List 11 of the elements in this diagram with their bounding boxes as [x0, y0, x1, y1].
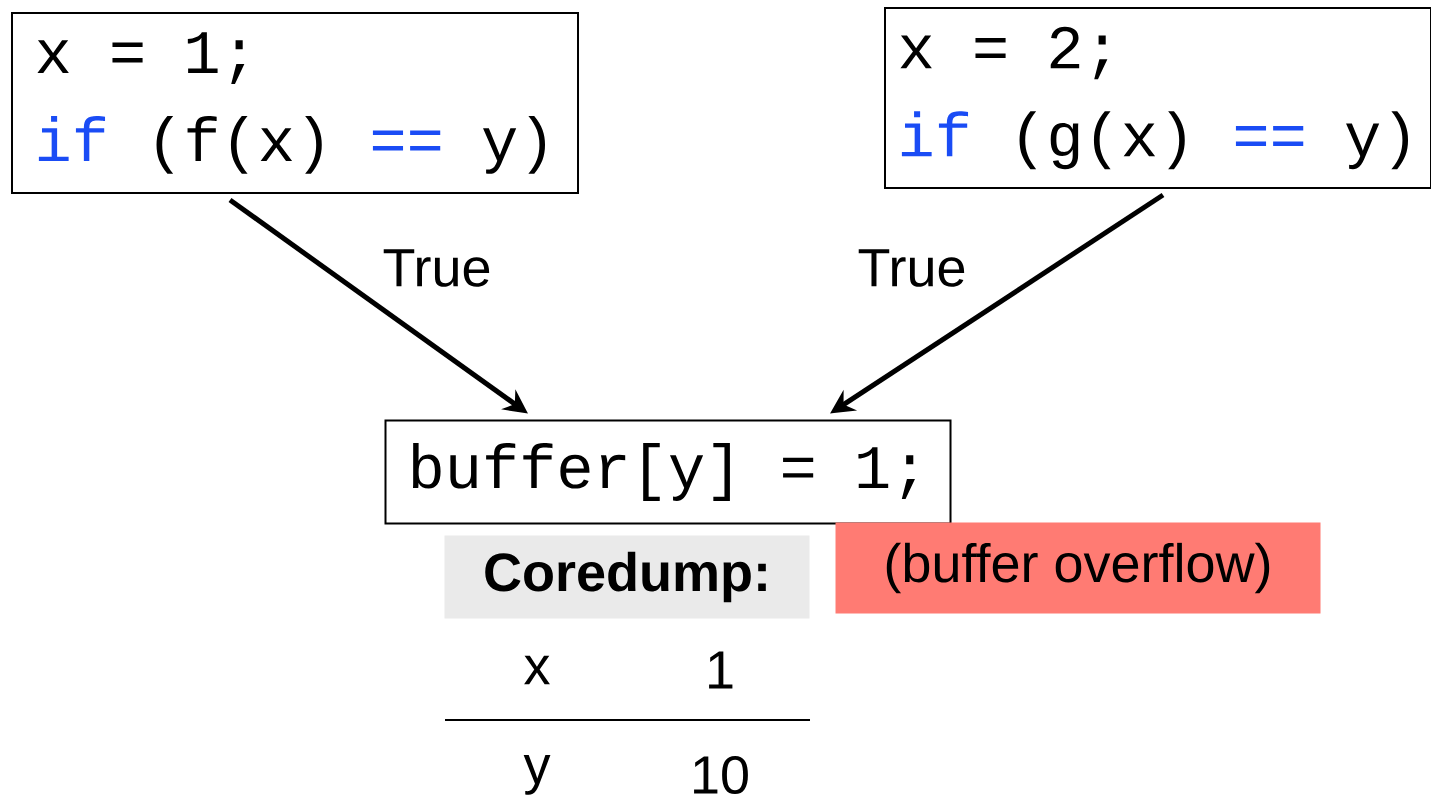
highlight-box: (buffer overflow) — [835, 522, 1321, 614]
code-box: buffer[y] = 1; — [384, 419, 952, 525]
edge-label: True — [855, 247, 969, 289]
table-cell: y — [523, 755, 551, 795]
code-box: x = 1; if (f(x) == y) — [11, 12, 579, 194]
table-cell: 1 — [709, 651, 733, 689]
heading-box: Coredump: — [444, 535, 810, 619]
edge-label: True — [380, 247, 494, 289]
table-cell: x — [524, 655, 550, 685]
code-box: x = 2; if (g(x) == y) — [884, 7, 1431, 189]
table-cell: 10 — [694, 755, 748, 795]
